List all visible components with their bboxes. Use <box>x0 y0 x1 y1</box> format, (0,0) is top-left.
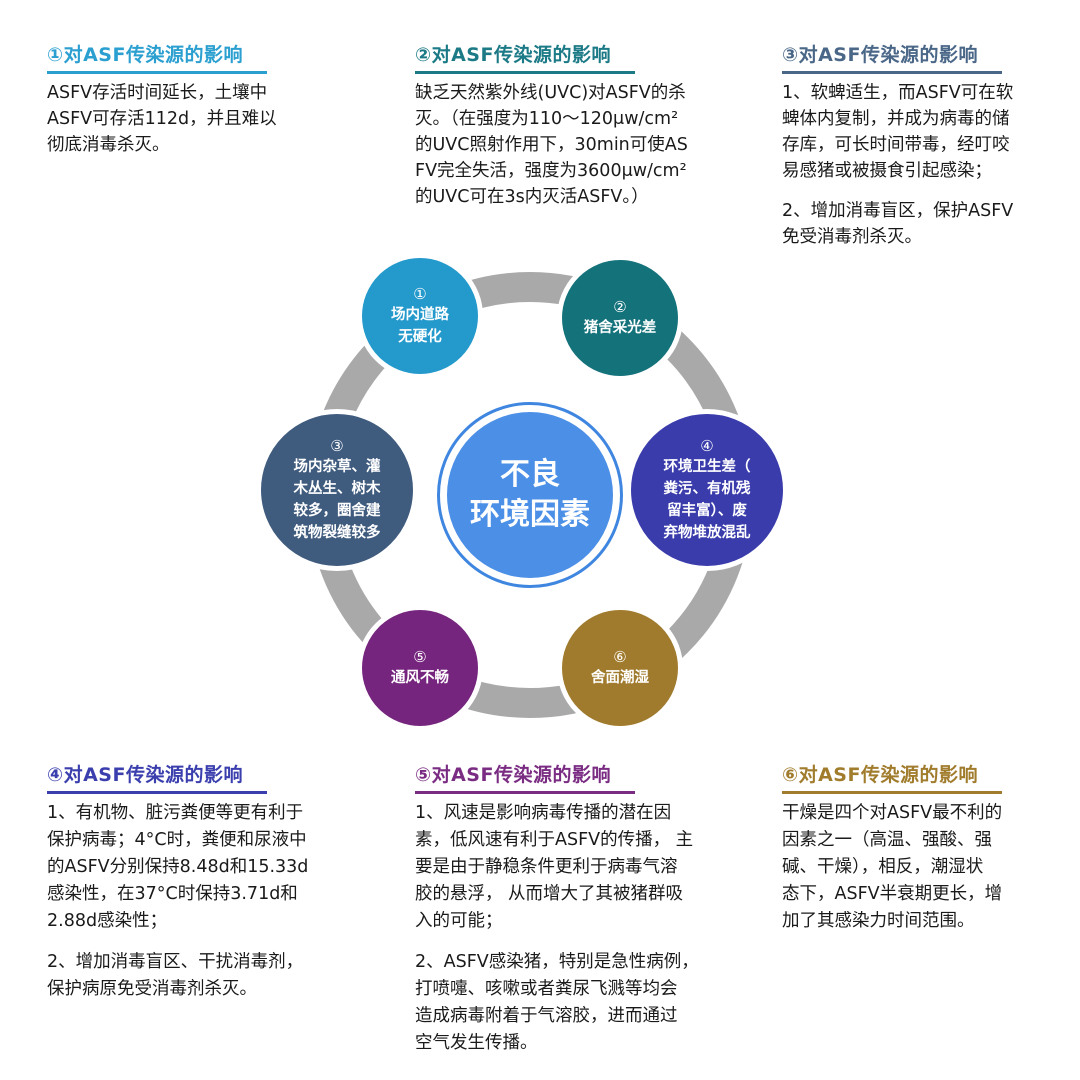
factor-number: ④ <box>700 437 714 455</box>
factor-label-line: 弃物堆放混乱 <box>663 525 751 541</box>
factor-node-5: ⑤ 通风不畅 <box>357 605 483 731</box>
influence-block-6: ⑥对ASF传染源的影响干燥是四个对ASFV最不利的因素之一（高温、强酸、强碱、干… <box>782 760 1080 935</box>
block-heading: ⑤对ASF传染源的影响 <box>415 760 635 794</box>
factor-label-line: 木丛生、树木 <box>293 481 381 497</box>
factor-number: ① <box>413 285 427 303</box>
center-title: 不良 环境因素 <box>447 412 613 578</box>
block-text-line: 缺乏天然紫外线(UVC)对ASFV的杀 <box>415 83 686 103</box>
block-text-line: 存库，可长时间带毒，经叮咬 <box>782 135 1010 155</box>
factor-node-2: ② 猪舍采光差 <box>557 255 683 381</box>
factor-number: ② <box>613 298 627 316</box>
factor-label-line: 留丰富）、废 <box>667 503 747 519</box>
factor-label-line: 场内道路 <box>391 307 449 323</box>
block-paragraph: 干燥是四个对ASFV最不利的因素之一（高温、强酸、强碱、干燥），相反，潮湿状态下… <box>782 800 1080 935</box>
block-text-line: 的UVC可在3s内灭活ASFV。） <box>415 187 649 207</box>
block-text-line: 素，低风速有利于ASFV的传播， 主 <box>415 830 694 850</box>
factor-label-line: 通风不畅 <box>391 670 449 686</box>
center-title-line: 环境因素 <box>470 497 590 532</box>
block-text-line: 碱、干燥），相反，潮湿状 <box>782 857 984 877</box>
factor-label-line: 猪舍采光差 <box>583 320 657 336</box>
block-text-line: 1、有机物、脏污粪便等更有利于 <box>47 803 304 823</box>
block-paragraph: 1、软蜱适生，而ASFV可在软蜱体内复制，并成为病毒的储存库，可长时间带毒，经叮… <box>782 80 1080 184</box>
block-text-line: 要是由于静稳条件更利于病毒气溶 <box>415 857 678 877</box>
block-paragraph: 2、增加消毒盲区、干扰消毒剂， 保护病原免受消毒剂杀灭。 <box>47 949 347 1003</box>
block-text-line: 干燥是四个对ASFV最不利的 <box>782 803 1003 823</box>
block-text-line: 保护病原免受消毒剂杀灭。 <box>47 979 257 999</box>
block-text-line: 因素之一（高温、强酸、强 <box>782 830 992 850</box>
factor-number: ⑥ <box>613 648 627 666</box>
block-text-line: ASFV可存活112d，并且难以 <box>47 109 277 129</box>
factor-node-4: ④ 环境卫生差（ 粪污、有机残留丰富）、废弃物堆放混乱 <box>626 409 788 571</box>
block-paragraph: 2、ASFV感染猪，特别是急性病例， 打喷嚏、咳嗽或者粪尿飞溅等均会造成病毒附着于… <box>415 949 715 1057</box>
block-paragraph: 缺乏天然紫外线(UVC)对ASFV的杀灭。（在强度为110～120μw/cm² 的… <box>415 80 715 210</box>
block-heading: ③对ASF传染源的影响 <box>782 40 1002 74</box>
influence-block-5: ⑤对ASF传染源的影响 1、风速是影响病毒传播的潜在因素，低风速有利于ASFV的传… <box>415 760 715 1057</box>
block-text-line: 灭。（在强度为110～120μw/cm² <box>415 109 679 129</box>
block-text-line: 胶的悬浮， 从而增大了其被猪群吸 <box>415 884 684 904</box>
block-text-line: 1、软蜱适生，而ASFV可在软 <box>782 83 1014 103</box>
block-text-line: 空气发生传播。 <box>415 1033 538 1053</box>
block-text-line: 态下，ASFV半衰期更长，增 <box>782 884 1003 904</box>
factor-node-3: ③ 场内杂草、灌木丛生、树木较多，圈舍建筑物裂缝较多 <box>256 409 418 571</box>
block-text-line: 蜱体内复制，并成为病毒的储 <box>782 109 1010 129</box>
influence-block-3: ③对ASF传染源的影响 1、软蜱适生，而ASFV可在软蜱体内复制，并成为病毒的储存… <box>782 40 1080 250</box>
factor-label-line: 无硬化 <box>398 329 442 345</box>
block-text-line: 加了其感染力时间范围。 <box>782 911 975 931</box>
block-text-line: 2、增加消毒盲区，保护ASFV <box>782 201 1014 221</box>
block-text-line: FV完全失活，强度为3600μw/cm² <box>415 161 687 181</box>
block-text-line: 2、ASFV感染猪，特别是急性病例， <box>415 952 699 972</box>
factor-label-line: 粪污、有机残 <box>663 481 751 497</box>
factor-node-6: ⑥ 舍面潮湿 <box>557 605 683 731</box>
block-paragraph: 1、风速是影响病毒传播的潜在因素，低风速有利于ASFV的传播， 主要是由于静稳条… <box>415 800 715 935</box>
block-text-line: ASFV存活时间延长，土壤中 <box>47 83 268 103</box>
influence-block-1: ①对ASF传染源的影响 ASFV存活时间延长，土壤中 ASFV可存活112d，并且难… <box>47 40 347 158</box>
block-heading: ④对ASF传染源的影响 <box>47 760 267 794</box>
block-text-line: 2.88d感染性； <box>47 911 168 931</box>
block-text-line: 造成病毒附着于气溶胶，进而通过 <box>415 1006 678 1026</box>
block-paragraph: 1、有机物、脏污粪便等更有利于保护病毒；4°C时，粪便和尿液中的ASFV分别保持… <box>47 800 347 935</box>
factor-label-line: 较多，圈舍建 <box>293 503 381 519</box>
factor-label-line: 舍面潮湿 <box>591 670 649 686</box>
block-heading: ⑥对ASF传染源的影响 <box>782 760 1002 794</box>
block-text-line: 感染性，在37°C时保持3.71d和 <box>47 884 298 904</box>
block-paragraph: ASFV存活时间延长，土壤中 ASFV可存活112d，并且难以彻底消毒杀灭。 <box>47 80 347 158</box>
center-circle: 不良 环境因素 <box>437 402 623 588</box>
factor-label-line: 环境卫生差（ <box>663 459 751 475</box>
block-text-line: 的UVC照射作用下，30min可使AS <box>415 135 688 155</box>
block-heading: ①对ASF传染源的影响 <box>47 40 267 74</box>
block-heading: ②对ASF传染源的影响 <box>415 40 635 74</box>
factor-label-line: 场内杂草、灌 <box>293 459 381 475</box>
center-title-line: 不良 <box>500 457 560 492</box>
block-text-line: 入的可能； <box>415 911 503 931</box>
factor-node-1: ① 场内道路无硬化 <box>357 253 483 379</box>
factor-label-line: 筑物裂缝较多 <box>293 525 381 541</box>
block-text-line: 彻底消毒杀灭。 <box>47 135 170 155</box>
block-text-line: 1、风速是影响病毒传播的潜在因 <box>415 803 672 823</box>
factor-number: ③ <box>330 437 344 455</box>
influence-block-4: ④对ASF传染源的影响 1、有机物、脏污粪便等更有利于保护病毒；4°C时，粪便和尿… <box>47 760 347 1003</box>
block-text-line: 易感猪或被摄食引起感染； <box>782 161 992 181</box>
block-text-line: 2、增加消毒盲区、干扰消毒剂， <box>47 952 304 972</box>
factor-number: ⑤ <box>413 648 427 666</box>
influence-block-2: ②对ASF传染源的影响缺乏天然紫外线(UVC)对ASFV的杀灭。（在强度为110… <box>415 40 715 210</box>
block-paragraph: 2、增加消毒盲区，保护ASFV 免受消毒剂杀灭。 <box>782 198 1080 250</box>
block-text-line: 免受消毒剂杀灭。 <box>782 227 922 247</box>
block-text-line: 打喷嚏、咳嗽或者粪尿飞溅等均会 <box>415 979 678 999</box>
block-text-line: 保护病毒；4°C时，粪便和尿液中 <box>47 830 307 850</box>
block-text-line: 的ASFV分别保持8.48d和15.33d <box>47 857 309 877</box>
